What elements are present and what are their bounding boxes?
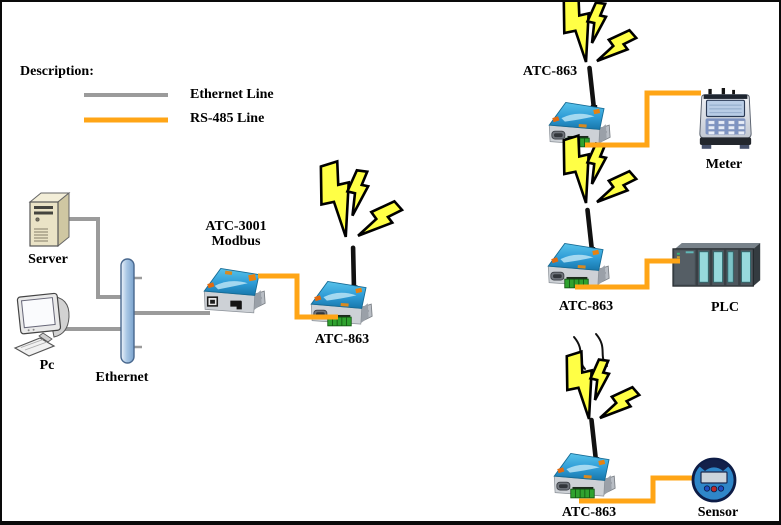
rs485-line-sensor <box>579 475 698 504</box>
radio-bottom-signal-bolts <box>552 348 641 429</box>
meter-label: Meter <box>705 157 743 172</box>
ethernet-bus-label: Ethernet <box>95 370 149 385</box>
radio-top-antenna <box>590 68 598 111</box>
meter-icon <box>699 87 752 150</box>
rs485-line-meter <box>585 90 701 148</box>
radio-left-antenna <box>349 248 360 292</box>
radio-bottom-device-icon <box>553 453 616 499</box>
pc-icon <box>14 292 70 357</box>
legend-ethernet-label: Ethernet Line <box>190 87 274 102</box>
rs485-line-plc <box>575 258 680 290</box>
radio-bottom-label: ATC-863 <box>561 505 617 520</box>
radio-left-signal-bolts <box>304 158 404 249</box>
radio-left-label: ATC-863 <box>314 332 370 347</box>
rs485-line-gateway-radio <box>258 273 338 320</box>
sensor-icon <box>691 457 737 503</box>
gateway-protocol: Modbus <box>211 234 261 249</box>
plc-label: PLC <box>711 300 739 315</box>
ethernet-bus-bar <box>120 258 135 364</box>
server-icon <box>29 192 70 247</box>
radio-top-label: ATC-863 <box>522 64 578 79</box>
radio-middle-device-icon <box>547 243 610 289</box>
pc-label: Pc <box>39 358 55 373</box>
sensor-label: Sensor <box>697 505 739 520</box>
radio-middle-antenna <box>588 210 596 253</box>
ethernet-wiring <box>62 217 210 349</box>
ethernet-line-server <box>66 217 124 299</box>
rs485-wiring <box>258 90 701 504</box>
radio-middle-label: ATC-863 <box>558 299 614 314</box>
radio-top-signal-bolts <box>549 2 638 72</box>
legend-title: Description: <box>20 64 94 79</box>
legend-rs485-label: RS-485 Line <box>190 111 265 126</box>
gateway-device-icon <box>203 267 266 314</box>
server-label: Server <box>28 252 68 267</box>
gateway-model: ATC-3001 <box>205 219 267 234</box>
plc-icon <box>672 242 761 287</box>
